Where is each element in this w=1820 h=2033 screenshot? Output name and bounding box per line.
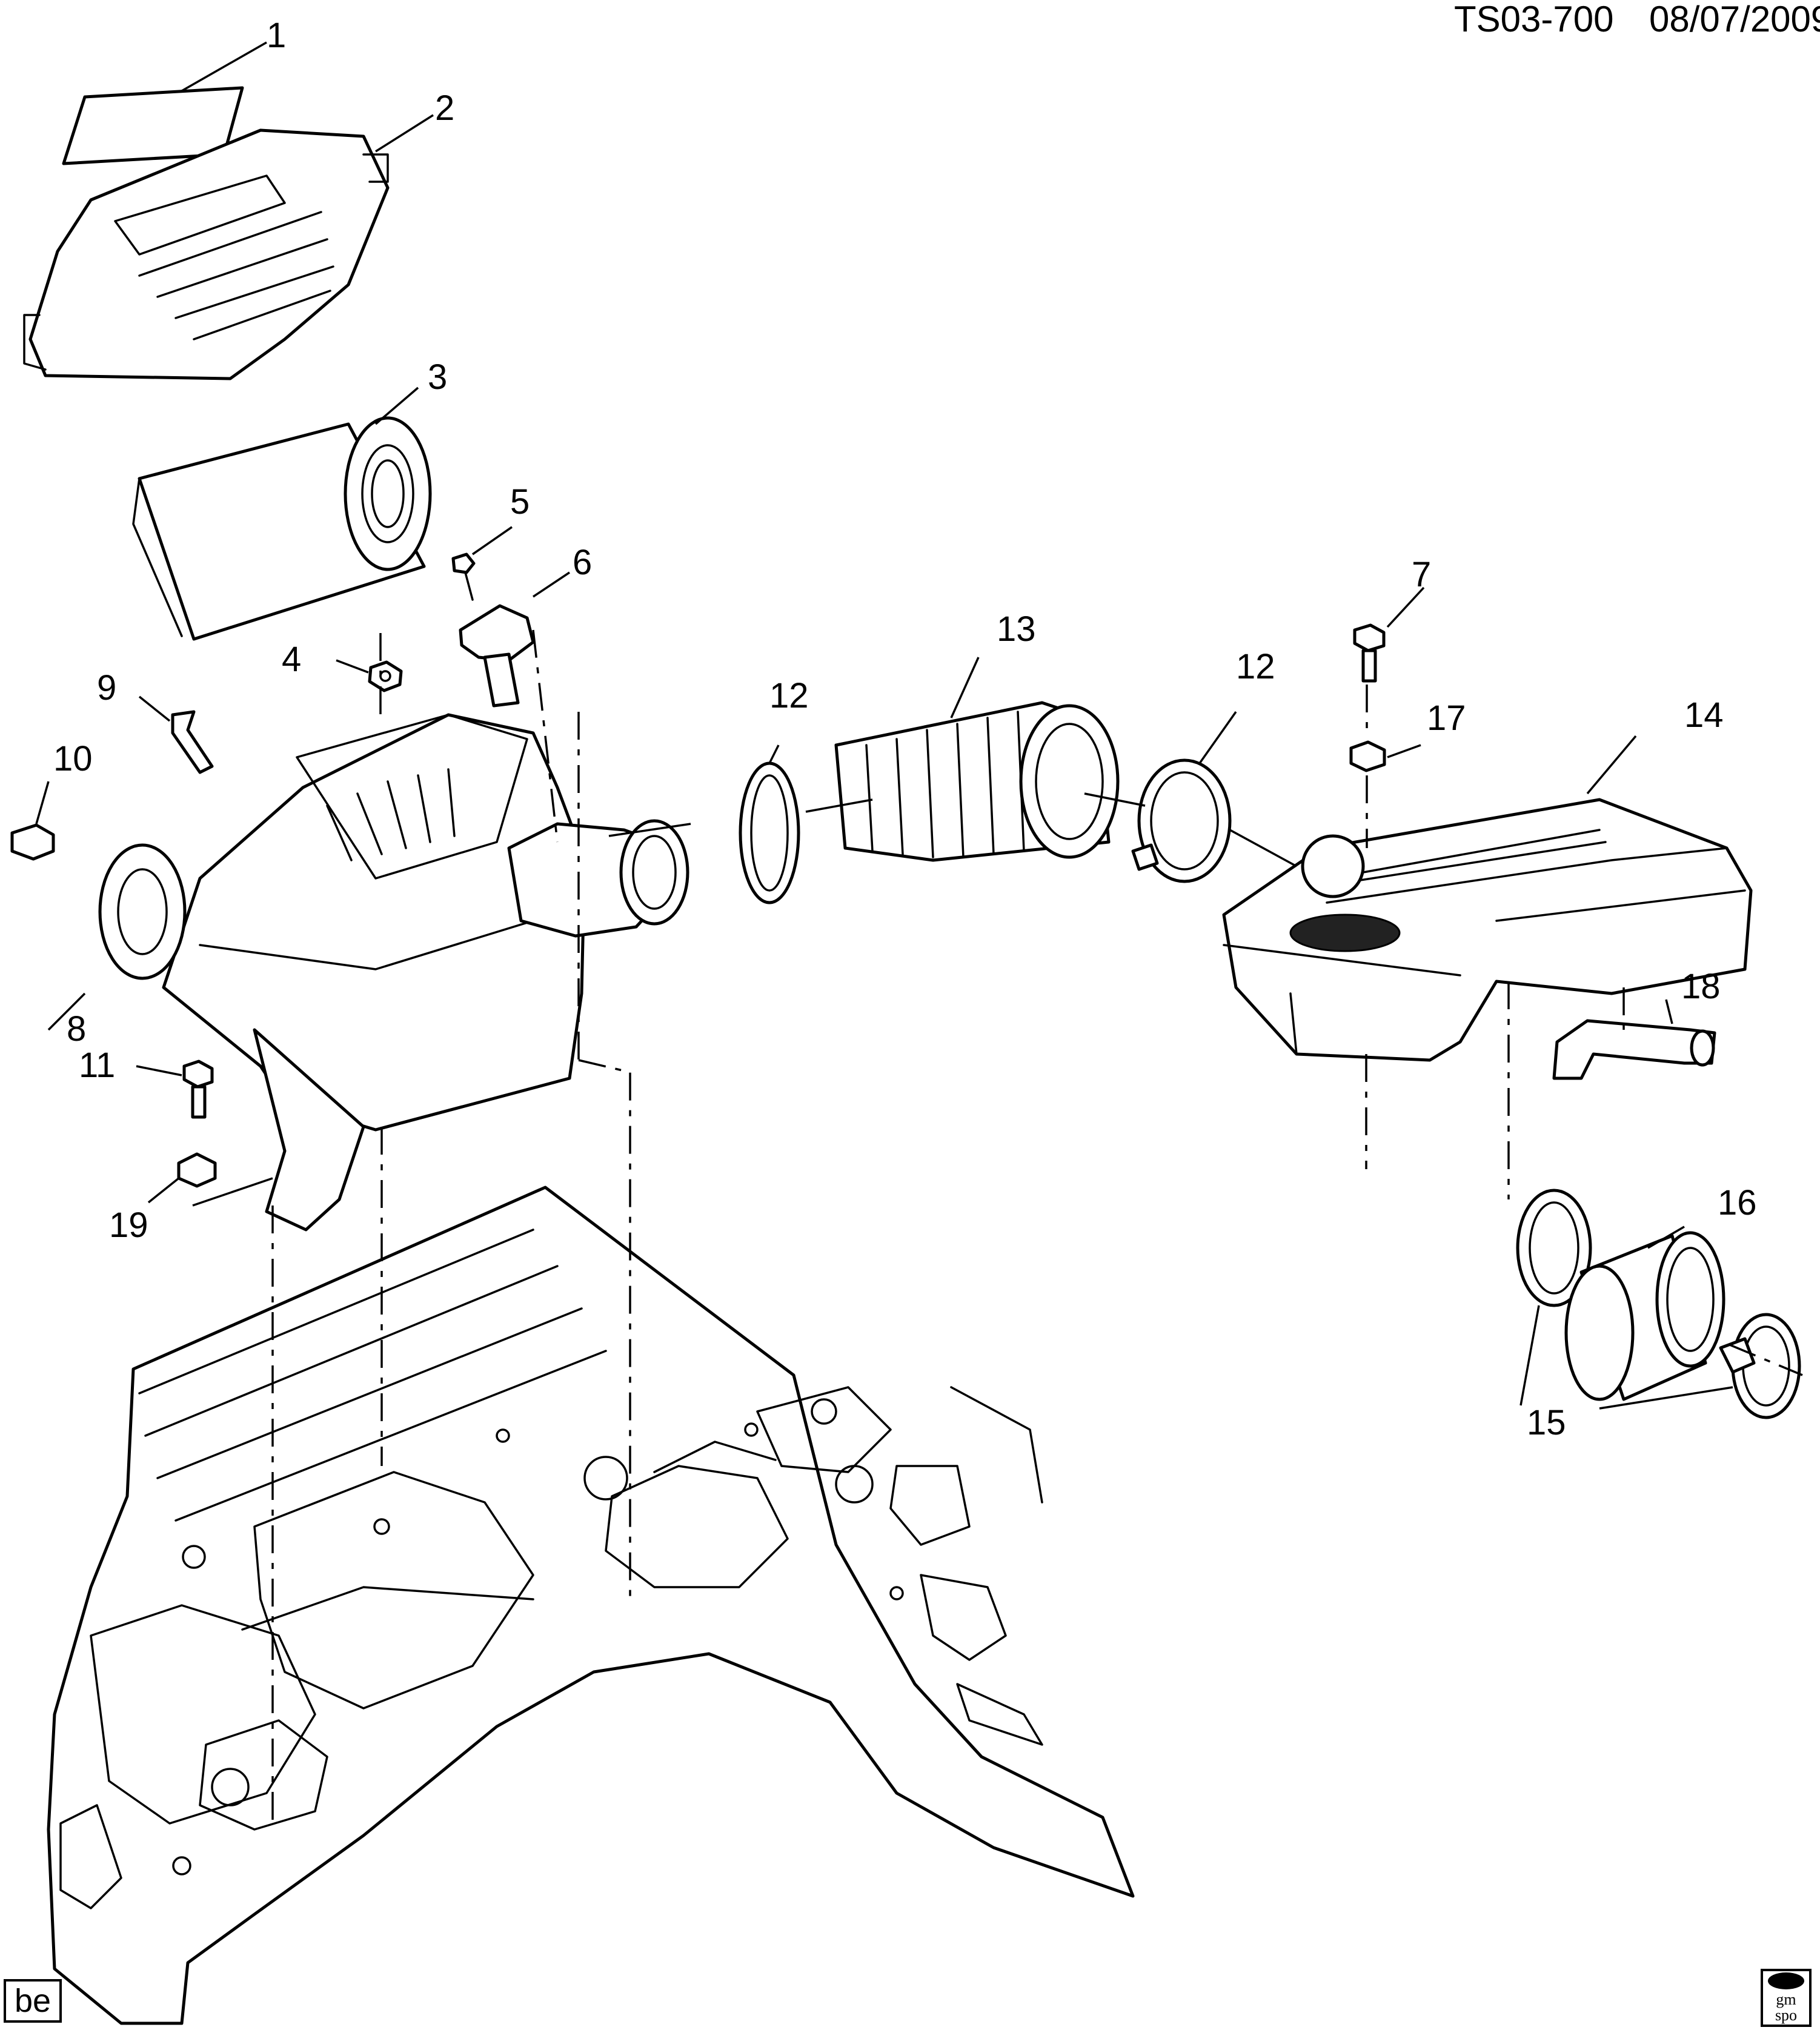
callout-10: 10 bbox=[53, 739, 93, 778]
logo-oval-icon bbox=[1768, 1972, 1804, 1989]
part-12-clamp-left bbox=[739, 761, 800, 904]
corner-code: be bbox=[14, 1983, 51, 2019]
callout-7: 7 bbox=[1412, 555, 1431, 594]
leader-lines bbox=[35, 41, 1733, 1410]
part-17-grommet bbox=[1349, 740, 1386, 772]
part-12-clamp-right bbox=[1131, 758, 1232, 883]
part-4-nut bbox=[368, 660, 403, 692]
callout-6: 6 bbox=[573, 543, 592, 582]
callout-18: 18 bbox=[1681, 967, 1721, 1006]
callout-12a: 12 bbox=[769, 676, 809, 715]
part-3-air-filter bbox=[132, 416, 432, 641]
callout-9: 9 bbox=[97, 668, 116, 708]
part-10-grommet bbox=[10, 823, 55, 861]
callout-labels: 1 2 3 4 5 6 7 8 9 10 11 12 12 13 14 15 1… bbox=[53, 16, 1757, 1442]
part-8-air-cleaner-housing bbox=[98, 713, 689, 1232]
callout-8: 8 bbox=[67, 1009, 86, 1049]
part-5-screw bbox=[451, 552, 476, 601]
part-15-clamps bbox=[1516, 1189, 1801, 1419]
part-16-coupler bbox=[1564, 1231, 1725, 1401]
part-2-air-cleaner-cover bbox=[23, 128, 390, 380]
part-9-clip bbox=[171, 710, 214, 774]
part-19-grommet bbox=[177, 1152, 217, 1188]
callout-13: 13 bbox=[997, 609, 1036, 649]
callout-1: 1 bbox=[267, 16, 286, 55]
logo-text-top: gm bbox=[1776, 1991, 1796, 2008]
part-6-mass-airflow-sensor bbox=[459, 604, 535, 708]
callout-4: 4 bbox=[282, 640, 301, 679]
gm-spo-logo: gm spo bbox=[1761, 1969, 1812, 2027]
corner-code-box: be bbox=[4, 1979, 62, 2023]
part-7-bolt bbox=[1353, 623, 1386, 683]
alignment-lines bbox=[271, 629, 1803, 1823]
callout-3: 3 bbox=[428, 357, 447, 397]
callout-12b: 12 bbox=[1236, 647, 1275, 686]
part-14-resonator bbox=[1222, 798, 1753, 1062]
part-13-intake-duct bbox=[834, 701, 1120, 862]
diagram-date: 08/07/2009 bbox=[1649, 0, 1820, 39]
diagram-code: TS03-700 bbox=[1454, 0, 1614, 39]
callout-19: 19 bbox=[109, 1206, 148, 1245]
logo-text-bottom: spo bbox=[1775, 2006, 1798, 2024]
callout-11: 11 bbox=[79, 1046, 115, 1085]
part-18-hose bbox=[1552, 1019, 1716, 1080]
callout-14: 14 bbox=[1684, 695, 1724, 735]
inner-fender-structure bbox=[47, 1186, 1135, 2025]
callout-16: 16 bbox=[1718, 1183, 1757, 1222]
part-11-bolt bbox=[182, 1060, 214, 1119]
callout-17: 17 bbox=[1427, 698, 1466, 738]
callout-5: 5 bbox=[510, 482, 530, 522]
callout-15: 15 bbox=[1527, 1403, 1566, 1442]
callout-2: 2 bbox=[435, 88, 454, 128]
